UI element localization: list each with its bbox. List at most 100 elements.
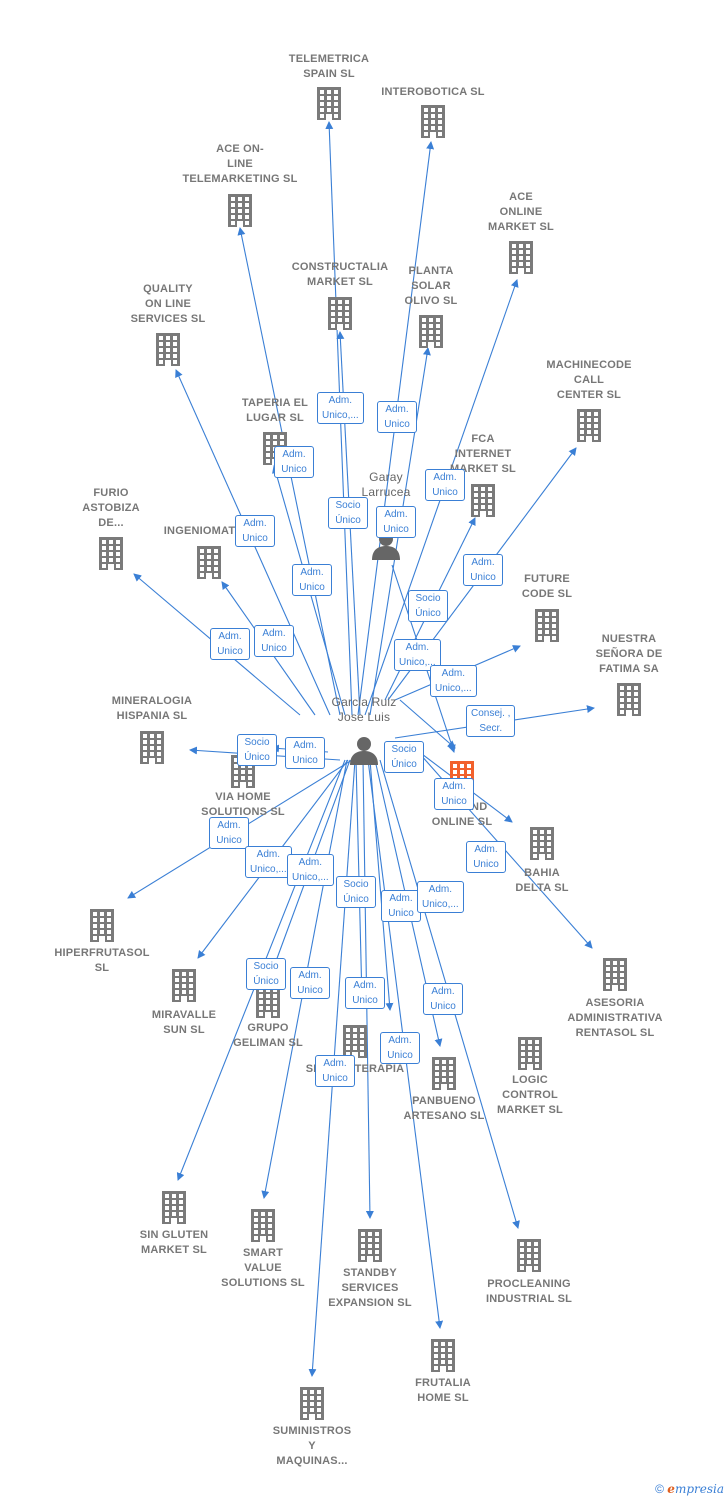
company-singluten[interactable]: SIN GLUTEN MARKET SL [109,1191,239,1258]
relation-role-tag[interactable]: Adm. Unico [274,446,314,478]
company-label: NUESTRA SEÑORA DE FATIMA SA [595,633,663,675]
building-icon [325,296,355,335]
building-icon [428,1338,458,1377]
building-icon [574,408,604,447]
building-icon [468,483,498,522]
company-smart[interactable]: SMART VALUE SOLUTIONS SL [198,1209,328,1291]
relation-role-tag[interactable]: Adm. Unico [377,401,417,433]
relation-role-tag[interactable]: Adm. Unico [423,983,463,1015]
company-suministros[interactable]: SUMINISTROS Y MAQUINAS... [247,1387,377,1469]
building-icon [137,730,167,769]
company-viahome[interactable]: VIA HOME SOLUTIONS SL [178,755,308,820]
company-label: FUTURE CODE SL [521,573,573,600]
company-shiatsu[interactable]: SHIATSUTERAPIA [290,1025,420,1077]
building-icon [96,536,126,575]
relation-role-tag[interactable]: Consej. , Secr. [466,705,516,737]
company-aceonline_tm[interactable]: ACE ON- LINE TELEMARKETING SL [175,142,305,227]
company-hiperfrutasol[interactable]: HIPERFRUTASOL SL [37,909,167,976]
relation-role-tag[interactable]: Socio Único [336,876,376,908]
copyright-symbol: © [655,1482,664,1496]
relation-role-tag[interactable]: Adm. Unico [235,515,275,547]
relation-role-tag[interactable]: Socio Único [246,958,286,990]
building-icon [429,1056,459,1095]
company-procleaning[interactable]: PROCLEANING INDUSTRIAL SL [464,1239,594,1307]
company-label: CONSTRUCTALIA MARKET SL [291,261,389,288]
company-label: SHIATSUTERAPIA [290,1062,420,1077]
relation-role-tag[interactable]: Adm. Unico [381,890,421,922]
company-geliman[interactable]: GRUPO GELIMAN SL [203,985,333,1051]
company-label: MINERALOGIA HISPANIA SL [111,695,193,722]
company-telemetrica[interactable]: TELEMETRICA SPAIN SL [264,52,394,120]
building-icon [248,1208,278,1247]
company-frutalia[interactable]: FRUTALIA HOME SL [378,1339,508,1406]
relation-role-tag[interactable]: Socio Único [237,734,277,766]
relation-role-tag[interactable]: Adm. Unico,... [287,854,334,886]
building-icon [614,682,644,721]
relation-role-tag[interactable]: Adm. Unico [434,778,474,810]
relation-role-tag[interactable]: Adm. Unico [345,977,385,1009]
company-logic[interactable]: LOGIC CONTROL MARKET SL [465,1037,595,1118]
company-mineralogia[interactable]: MINERALOGIA HISPANIA SL [87,694,217,764]
relation-role-tag[interactable]: Adm. Unico [209,817,249,849]
relation-role-tag[interactable]: Adm. Unico [425,469,465,501]
empresia-logo[interactable]: empresia [667,1482,724,1496]
building-icon [355,1228,385,1267]
company-label: PROCLEANING INDUSTRIAL SL [485,1278,573,1305]
relation-role-tag[interactable]: Adm. Unico,... [417,881,464,913]
relation-role-tag[interactable]: Adm. Unico [466,841,506,873]
relation-role-tag[interactable]: Adm. Unico [254,625,294,657]
relation-role-tag[interactable]: Adm. Unico [290,967,330,999]
company-fca[interactable]: FCA INTERNET MARKET SL [418,432,548,517]
building-icon [225,193,255,232]
company-standby[interactable]: STANDBY SERVICES EXPANSION SL [305,1229,435,1311]
company-label: INGENIOMATRIX [163,525,255,537]
company-label: LOGIC CONTROL MARKET SL [497,1074,563,1116]
relation-role-tag[interactable]: Adm. Unico [285,737,325,769]
relation-role-tag[interactable]: Adm. Unico,... [430,665,477,697]
building-icon [159,1190,189,1229]
company-interobotica[interactable]: INTEROBOTICA SL [368,85,498,138]
company-label: GRUPO GELIMAN SL [233,1022,303,1049]
relation-role-tag[interactable]: Adm. Unico [315,1055,355,1087]
company-bahia[interactable]: BAHIA DELTA SL [477,827,607,896]
company-label: SIN GLUTEN MARKET SL [139,1229,209,1256]
relation-role-tag[interactable]: Adm. Unico [463,554,503,586]
company-panbueno[interactable]: PANBUENO ARTESANO SL [379,1057,509,1124]
company-quality[interactable]: QUALITY ON LINE SERVICES SL [103,282,233,366]
company-label: INTEROBOTICA SL [381,86,485,98]
company-constructalia[interactable]: CONSTRUCTALIA MARKET SL [275,260,405,330]
building-icon [340,1024,370,1063]
relation-role-tag[interactable]: Socio Único [384,741,424,773]
company-aceonline_mk[interactable]: ACE ONLINE MARKET SL [456,190,586,274]
building-icon [194,545,224,584]
company-label: PANBUENO ARTESANO SL [403,1095,485,1122]
relation-line [399,699,456,749]
company-furio[interactable]: FURIO ASTOBIZA DE... [46,486,176,570]
company-ingeniomatrix[interactable]: INGENIOMATRIX [144,524,274,579]
relation-role-tag[interactable]: Socio Único [328,497,368,529]
company-label: QUALITY ON LINE SERVICES SL [130,283,206,325]
person-garcia[interactable]: Garcia Ruiz Jose Luis [299,695,429,765]
company-label: MACHINECODE CALL CENTER SL [546,359,632,401]
copyright-notice: © empresia [655,1482,724,1496]
building-icon [169,968,199,1007]
relation-role-tag[interactable]: Socio Único [408,590,448,622]
company-planta[interactable]: PLANTA SOLAR OLIVO SL [366,264,496,348]
company-nuestra[interactable]: NUESTRA SEÑORA DE FATIMA SA [564,632,694,716]
building-icon [153,332,183,371]
relation-role-tag[interactable]: Adm. Unico [380,1032,420,1064]
relation-role-tag[interactable]: Adm. Unico,... [245,846,292,878]
company-asesoria[interactable]: ASESORIA ADMINISTRATIVA RENTASOL SL [550,958,680,1041]
relation-role-tag[interactable]: Adm. Unico [376,506,416,538]
company-future[interactable]: FUTURE CODE SL [482,572,612,642]
relation-role-tag[interactable]: Adm. Unico [292,564,332,596]
relation-role-tag[interactable]: Adm. Unico [210,628,250,660]
company-label: TELEMETRICA SPAIN SL [288,53,370,80]
building-icon [87,908,117,947]
building-icon [297,1386,327,1425]
building-icon [514,1238,544,1277]
company-machinecode[interactable]: MACHINECODE CALL CENTER SL [524,358,654,442]
company-miravalle[interactable]: MIRAVALLE SUN SL [119,969,249,1038]
building-icon [532,608,562,647]
relation-role-tag[interactable]: Adm. Unico,... [317,392,364,424]
